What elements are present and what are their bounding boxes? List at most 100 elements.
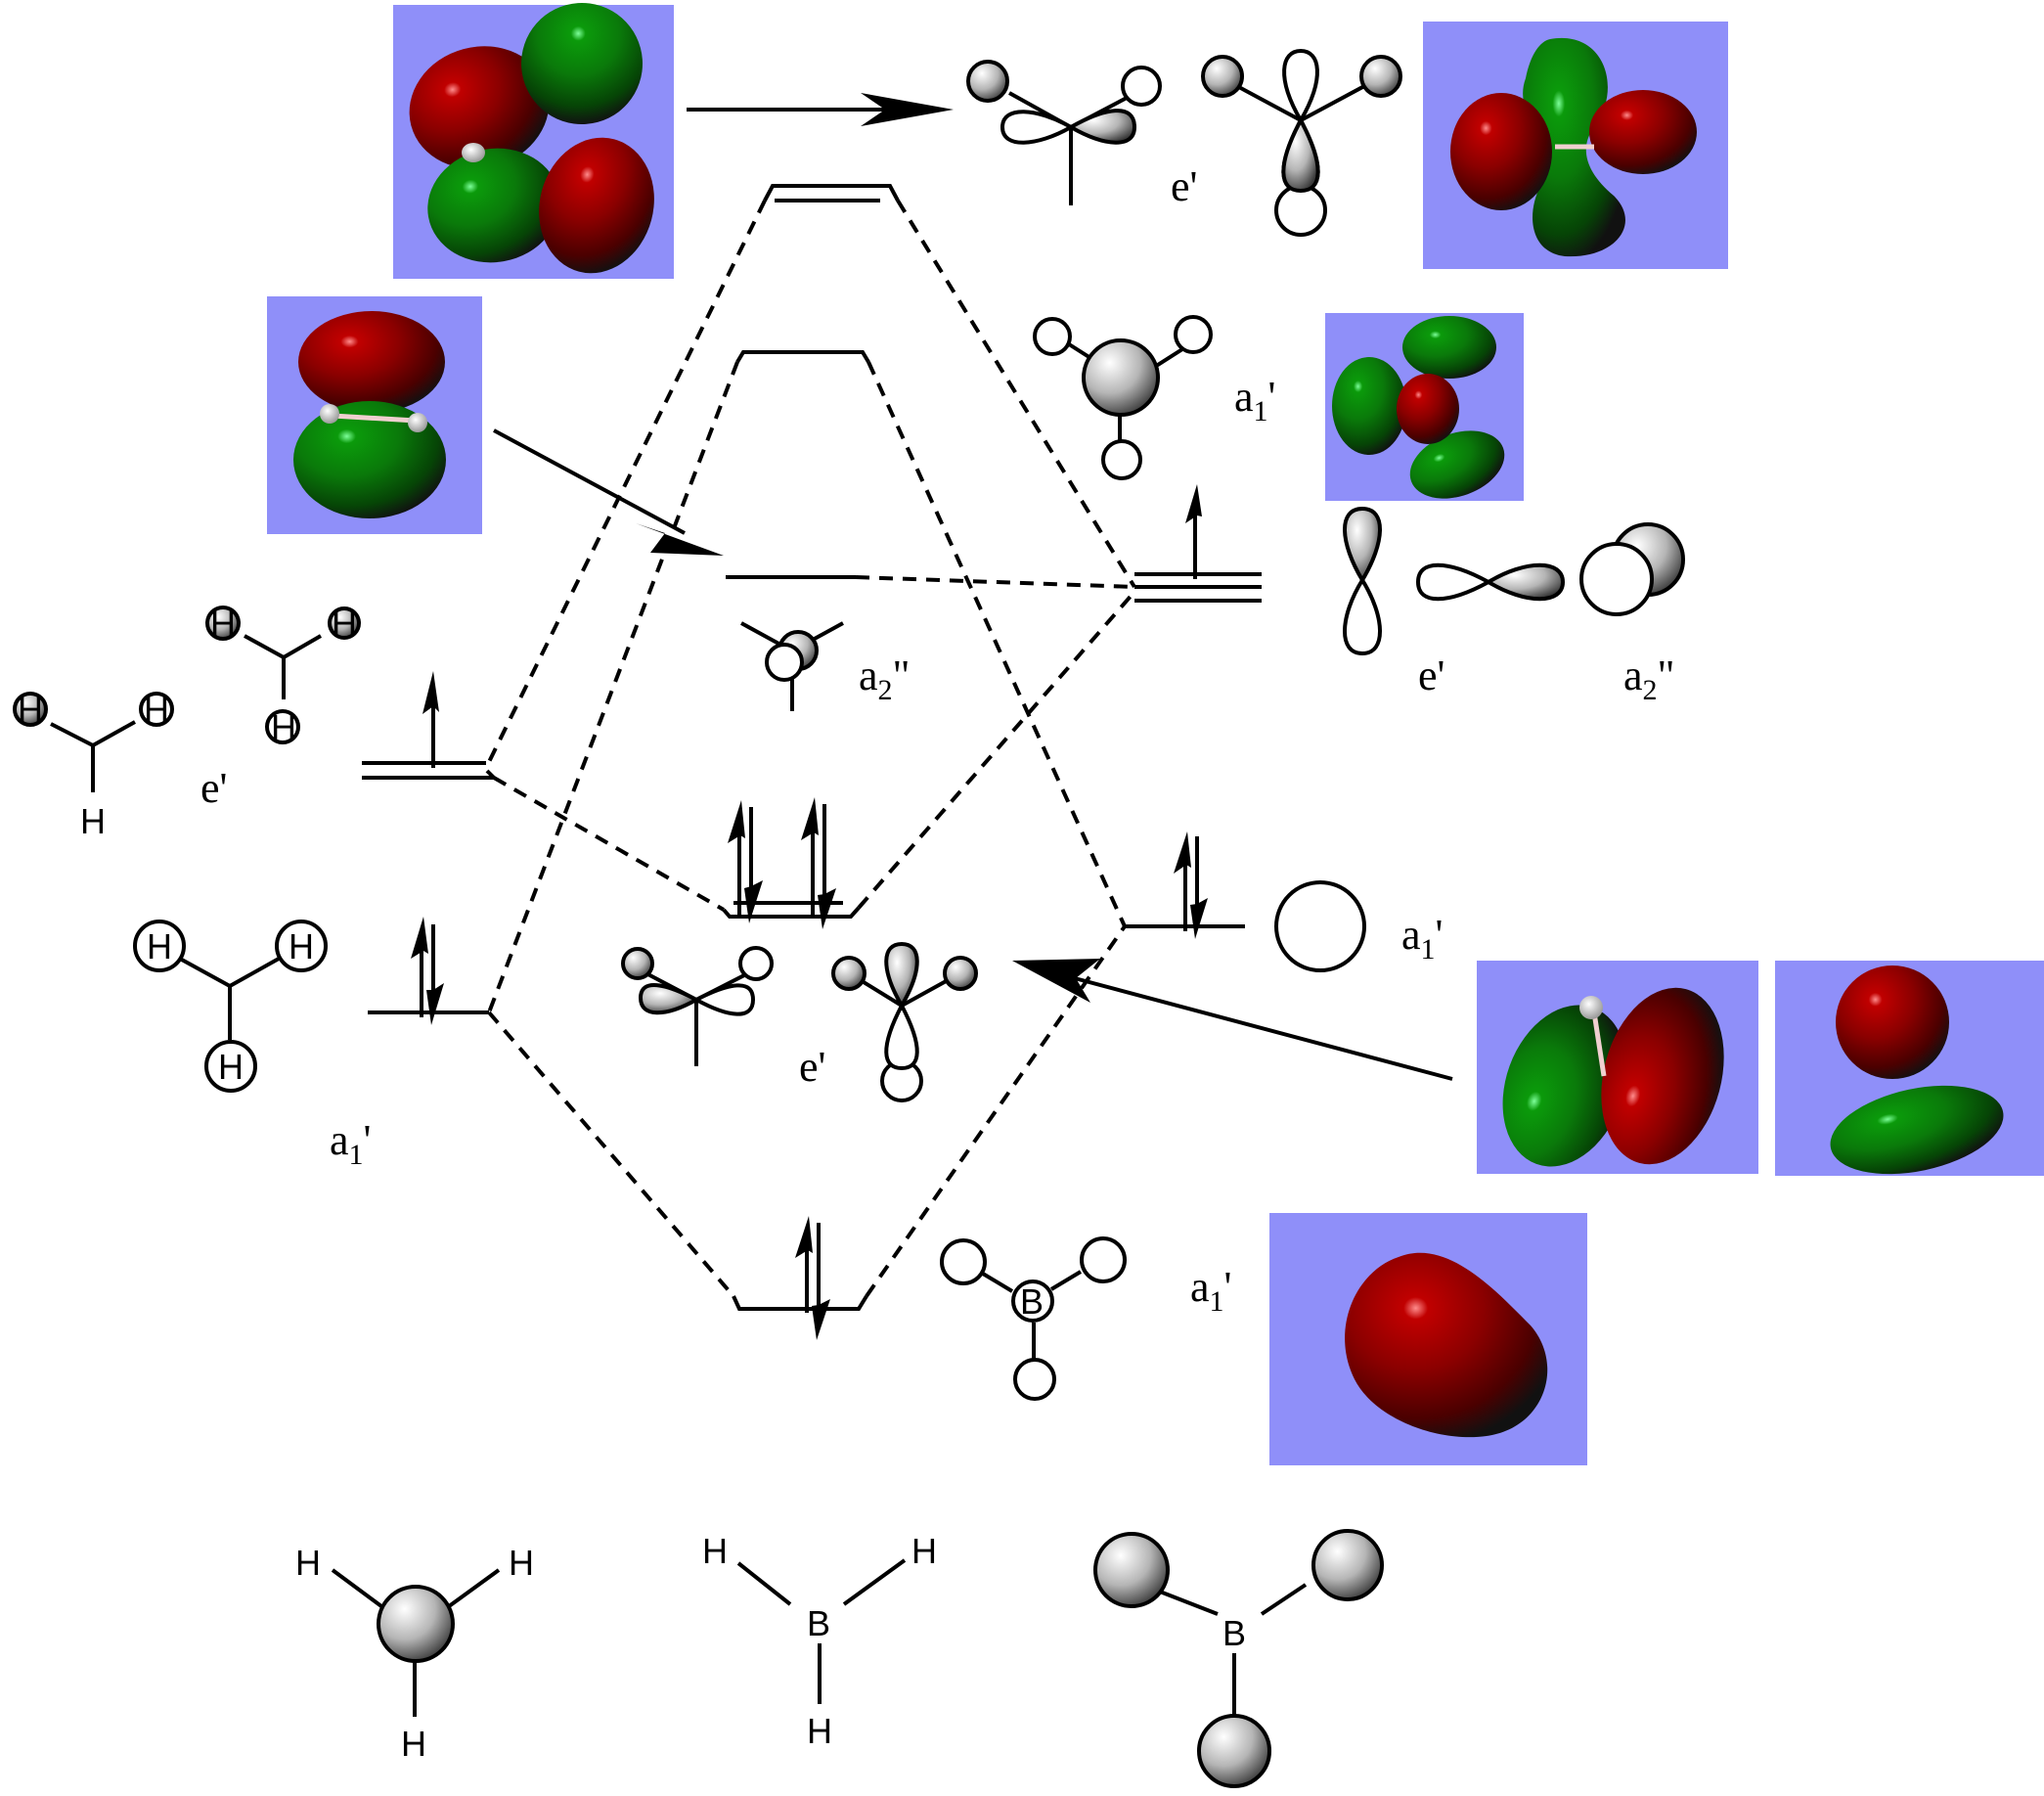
mo-render-e-prime-bonding-2 (1775, 961, 2044, 1176)
orbital-cartoon-h3-e-prime-2 (205, 606, 361, 744)
symmetry-label-right-a1-prime: a1' (1401, 911, 1443, 965)
orbital-cartoon-a1-prime-antibonding (1033, 315, 1213, 480)
atom-label-h: H (401, 1724, 426, 1764)
correlation-line (896, 199, 1136, 589)
red-lobe (1589, 90, 1697, 174)
arrowhead (861, 93, 954, 126)
open-orbital (1121, 66, 1162, 107)
green-lobe (1332, 357, 1406, 455)
correlation-line (484, 200, 767, 769)
orbital-cartoon-a2-double-prime (740, 621, 844, 711)
hydrogen-atom-ball (462, 143, 485, 162)
orbital-cartoon-e-prime-antibonding-1 (966, 60, 1162, 205)
atom-label-h: H (807, 1711, 832, 1751)
bottom-structure-3 (1093, 1529, 1384, 1788)
orbital-cartoon-a1-prime-bonding (940, 1236, 1127, 1401)
hydrogen-atom-ball (408, 413, 427, 432)
arrow-shaft (493, 428, 686, 535)
bond-stick (1591, 1011, 1607, 1077)
symmetry-label-a1-prime-antibonding: a1' (1234, 373, 1275, 427)
svg-text:a1': a1' (1234, 373, 1275, 427)
atom-label-h: H (509, 1543, 534, 1583)
green-lobe (1830, 1085, 2004, 1175)
red-lobe (1836, 965, 1949, 1079)
red-lobe (1450, 93, 1552, 210)
green-lobe (1409, 430, 1505, 499)
symmetry-label-left-a1-prime: a1' (330, 1116, 371, 1171)
pointer-arrow-a2 (493, 428, 724, 556)
red-lobe (539, 137, 654, 274)
svg-text:e': e' (799, 1043, 825, 1091)
mo-render-a1-prime-top (1325, 313, 1524, 501)
level-a1-prime-bonding (732, 1294, 868, 1311)
orbital-cartoon-e-prime-antibonding-2 (1201, 48, 1402, 237)
electron-pair (1174, 831, 1208, 939)
atom-label-h: H (702, 1531, 728, 1571)
svg-text:a1': a1' (1401, 911, 1443, 965)
atom-label-b: B (807, 1603, 830, 1643)
electron-pair (728, 800, 763, 923)
red-lobe (1345, 1252, 1548, 1438)
symmetry-label-a1-prime-bonding: a1' (1190, 1263, 1231, 1318)
green-lobe (521, 2, 643, 124)
mo-render-e-prime-1 (393, 2, 674, 279)
red-lobe (1397, 374, 1459, 444)
bottom-structure-1 (331, 1568, 501, 1717)
symmetry-label-e-prime-antibonding: e' (1171, 162, 1197, 210)
hydrogen-atom-ball (1579, 996, 1603, 1019)
arrow-shaft (1055, 971, 1453, 1081)
hydrogen-atom-ball (320, 404, 339, 424)
correlation-line (855, 575, 1135, 589)
shaded-orbital (966, 60, 1009, 103)
orbital-cartoon-boron-p-horizontal (1415, 562, 1566, 602)
level-e-prime-antibonding (763, 184, 900, 202)
red-lobe (1601, 987, 1724, 1165)
atom-label-h: H (332, 604, 357, 644)
pointer-arrow-top (687, 93, 954, 126)
mo-render-a1-prime-bonding (1269, 1213, 1587, 1465)
symmetry-label-left-e-prime: e' (200, 764, 227, 812)
arrowhead (636, 523, 724, 556)
svg-text:e': e' (1418, 651, 1444, 699)
orbital-cartoon-boron-s (1274, 880, 1366, 972)
correlation-lines (484, 199, 1136, 1298)
svg-text:a1': a1' (330, 1116, 371, 1171)
atom-label-b: B (1020, 1281, 1044, 1322)
red-lobe (298, 311, 445, 413)
pointer-arrow-e-bonding (1012, 959, 1453, 1081)
atom-label-h: H (911, 1531, 937, 1571)
electron-up (1185, 484, 1202, 579)
orbital-cartoon-boron-pz (1579, 522, 1685, 616)
symmetry-label-e-prime-bonding: e' (799, 1043, 825, 1091)
svg-text:e': e' (1171, 162, 1197, 210)
correlation-line (487, 1010, 735, 1298)
atom-label-h: H (80, 801, 106, 841)
mo-render-e-prime-2 (1423, 22, 1728, 269)
electron-pair (795, 1216, 830, 1340)
bottom-atom-labels: H H H H H B H B (295, 1531, 1246, 1764)
svg-text:a2": a2" (1623, 651, 1675, 706)
symmetry-label-a2-double-prime: a2" (859, 651, 911, 706)
correlation-line (493, 776, 725, 912)
atom-label-h: H (295, 1543, 321, 1583)
atom-label-h: H (210, 604, 236, 644)
orbital-cartoon-h3-a1-prime (133, 920, 328, 1093)
atom-label-h: H (218, 1047, 244, 1087)
symmetry-label-right-a2-double-prime: a2" (1623, 651, 1675, 706)
electron-pair (801, 797, 836, 929)
red-lobe (409, 46, 550, 169)
arrowhead (1012, 959, 1100, 1003)
correlation-line (866, 361, 1127, 927)
mo-render-a2-double-prime (267, 296, 482, 534)
level-e-prime-bonding (722, 901, 861, 919)
atom-labels-left: H H H H H H H H H (18, 604, 357, 1087)
bottom-structure-2 (736, 1558, 907, 1704)
green-lobe (1402, 316, 1496, 379)
atom-label-h: H (18, 690, 43, 730)
atom-label-h: H (271, 707, 296, 747)
electron-arrows (411, 484, 1208, 1340)
green-lobe (1502, 1005, 1627, 1167)
bond-stick (332, 413, 417, 424)
right-level-e-prime-a2 (1134, 572, 1262, 603)
